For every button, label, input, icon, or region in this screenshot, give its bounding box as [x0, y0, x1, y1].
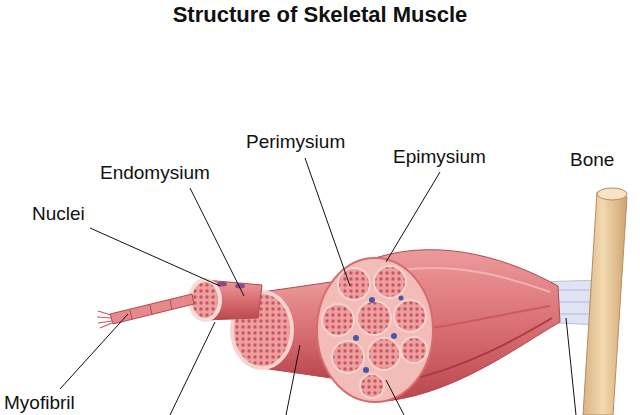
- part-label-box: Nuclei: [32, 203, 85, 225]
- part-label-box: Perimysium: [246, 131, 345, 153]
- part-label: Perimysium: [246, 131, 345, 152]
- fiber-section: [190, 280, 220, 320]
- part-label-box: Epimysium: [393, 146, 486, 168]
- leader-lines: [60, 158, 576, 415]
- part-label: Epimysium: [393, 146, 486, 167]
- part-label: Bone: [570, 149, 614, 170]
- part-label: Endomysium: [100, 162, 210, 183]
- part-label: Nuclei: [32, 203, 85, 224]
- part-label-box: Endomysium: [100, 162, 210, 184]
- part-label-box: Bone: [570, 149, 614, 171]
- muscle-streak: [420, 306, 550, 330]
- muscle-section: [317, 258, 433, 402]
- diagram-title: Structure of Skeletal Muscle: [0, 2, 640, 28]
- myofibril: [97, 294, 194, 328]
- part-label-box: Myofibril: [4, 392, 75, 414]
- part-label: Myofibril: [4, 392, 75, 413]
- bone: [583, 188, 627, 415]
